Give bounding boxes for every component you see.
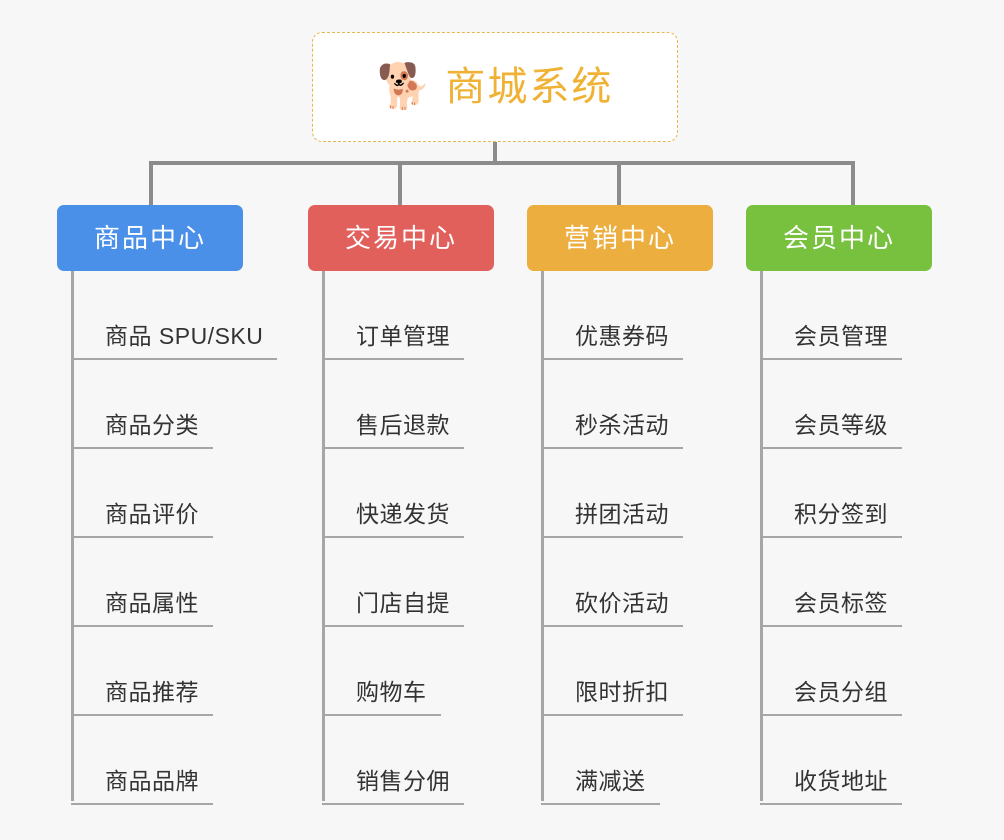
branch-column-trade: 交易中心订单管理售后退款快递发货门店自提购物车销售分佣 — [308, 205, 543, 821]
branch-item-label: 积分签到 — [794, 500, 888, 527]
branch-item-underline — [760, 358, 902, 360]
branch-item[interactable]: 会员管理 — [746, 271, 981, 360]
branch-header-label: 商品中心 — [93, 223, 206, 253]
branch-header-label: 会员中心 — [782, 223, 895, 253]
branch-item-label: 商品分类 — [105, 411, 199, 438]
branch-item-label: 商品 SPU/SKU — [105, 322, 264, 349]
branch-item-underline — [322, 714, 441, 716]
connector-root-stem — [493, 142, 497, 164]
branch-column-marketing: 营销中心优惠券码秒杀活动拼团活动砍价活动限时折扣满减送 — [527, 205, 762, 821]
branch-item-underline — [760, 714, 902, 716]
branch-header-2[interactable]: 交易中心 — [308, 205, 494, 271]
branch-header-3[interactable]: 营销中心 — [527, 205, 713, 271]
branch-item-label: 门店自提 — [356, 589, 450, 616]
branch-header-label: 交易中心 — [344, 223, 457, 253]
branch-item-underline — [71, 714, 213, 716]
branch-item[interactable]: 秒杀活动 — [527, 360, 762, 449]
branch-header-label: 营销中心 — [563, 223, 676, 253]
branch-item[interactable]: 商品推荐 — [57, 627, 292, 716]
connector-drop-branch-2 — [398, 161, 402, 205]
branch-item-label: 会员分组 — [794, 678, 888, 705]
branch-item[interactable]: 门店自提 — [308, 538, 543, 627]
branch-item[interactable]: 会员等级 — [746, 360, 981, 449]
branch-item[interactable]: 会员标签 — [746, 538, 981, 627]
branch-item-underline — [71, 625, 213, 627]
branch-item[interactable]: 售后退款 — [308, 360, 543, 449]
branch-item-label: 秒杀活动 — [575, 411, 669, 438]
branch-item-list: 优惠券码秒杀活动拼团活动砍价活动限时折扣满减送 — [527, 271, 762, 805]
branch-item-underline — [322, 625, 464, 627]
root-node-mall-system[interactable]: 🐕 商城系统 — [312, 32, 678, 142]
branch-item-underline — [71, 358, 277, 360]
branch-item[interactable]: 购物车 — [308, 627, 543, 716]
branch-header-1[interactable]: 商品中心 — [57, 205, 243, 271]
branch-item-underline — [322, 803, 464, 805]
branch-item-label: 收货地址 — [794, 767, 888, 794]
branch-item[interactable]: 砍价活动 — [527, 538, 762, 627]
branch-item[interactable]: 商品分类 — [57, 360, 292, 449]
branch-item-label: 售后退款 — [356, 411, 450, 438]
branch-item-label: 销售分佣 — [356, 767, 450, 794]
branch-item-label: 会员管理 — [794, 322, 888, 349]
branch-item[interactable]: 收货地址 — [746, 716, 981, 805]
branch-item-underline — [322, 447, 464, 449]
branch-item-label: 商品品牌 — [105, 767, 199, 794]
branch-item-label: 订单管理 — [356, 322, 450, 349]
root-node-title: 商城系统 — [445, 65, 614, 109]
branch-item-underline — [541, 625, 683, 627]
shiba-dog-icon: 🐕 — [376, 62, 432, 111]
branch-item-underline — [541, 803, 660, 805]
branch-item[interactable]: 商品评价 — [57, 449, 292, 538]
branch-item-label: 商品推荐 — [105, 678, 199, 705]
branch-item-underline — [541, 358, 683, 360]
branch-item-underline — [760, 625, 902, 627]
branch-item-underline — [760, 803, 902, 805]
branch-item[interactable]: 积分签到 — [746, 449, 981, 538]
branch-item-list: 商品 SPU/SKU 商品分类商品评价商品属性商品推荐商品品牌 — [57, 271, 292, 805]
branch-item[interactable]: 销售分佣 — [308, 716, 543, 805]
branch-item[interactable]: 优惠券码 — [527, 271, 762, 360]
branch-column-member: 会员中心会员管理会员等级积分签到会员标签会员分组收货地址 — [746, 205, 981, 821]
branch-item-underline — [760, 536, 902, 538]
branch-item-label: 购物车 — [356, 678, 427, 705]
branch-item-label: 快递发货 — [356, 500, 450, 527]
branch-item[interactable]: 快递发货 — [308, 449, 543, 538]
branch-item-list: 订单管理售后退款快递发货门店自提购物车销售分佣 — [308, 271, 543, 805]
branch-item[interactable]: 满减送 — [527, 716, 762, 805]
branch-column-product: 商品中心商品 SPU/SKU 商品分类商品评价商品属性商品推荐商品品牌 — [57, 205, 292, 821]
branch-item[interactable]: 商品 SPU/SKU — [57, 271, 292, 360]
branch-item-label: 砍价活动 — [575, 589, 669, 616]
branch-item-label: 优惠券码 — [575, 322, 669, 349]
branch-item[interactable]: 商品品牌 — [57, 716, 292, 805]
connector-drop-branch-1 — [149, 161, 153, 205]
branch-item-label: 商品评价 — [105, 500, 199, 527]
branch-header-4[interactable]: 会员中心 — [746, 205, 932, 271]
branch-item-underline — [541, 447, 683, 449]
branch-item[interactable]: 会员分组 — [746, 627, 981, 716]
connector-drop-branch-4 — [851, 161, 855, 205]
branch-item-underline — [71, 447, 213, 449]
connector-drop-branch-3 — [617, 161, 621, 205]
branch-item-underline — [71, 536, 213, 538]
branch-item[interactable]: 拼团活动 — [527, 449, 762, 538]
branch-item-label: 拼团活动 — [575, 500, 669, 527]
branch-item-label: 满减送 — [575, 767, 646, 794]
branch-item-label: 会员等级 — [794, 411, 888, 438]
connector-horizontal-bus — [149, 161, 855, 165]
branch-item-label: 限时折扣 — [575, 678, 669, 705]
branch-item-label: 商品属性 — [105, 589, 199, 616]
branch-item-underline — [322, 358, 464, 360]
branch-item-underline — [541, 536, 683, 538]
branch-item-underline — [541, 714, 683, 716]
branch-item[interactable]: 订单管理 — [308, 271, 543, 360]
branch-item-underline — [760, 447, 902, 449]
branch-item[interactable]: 限时折扣 — [527, 627, 762, 716]
branch-item-label: 会员标签 — [794, 589, 888, 616]
branch-item-underline — [71, 803, 213, 805]
branch-item[interactable]: 商品属性 — [57, 538, 292, 627]
branch-item-list: 会员管理会员等级积分签到会员标签会员分组收货地址 — [746, 271, 981, 805]
branch-item-underline — [322, 536, 464, 538]
